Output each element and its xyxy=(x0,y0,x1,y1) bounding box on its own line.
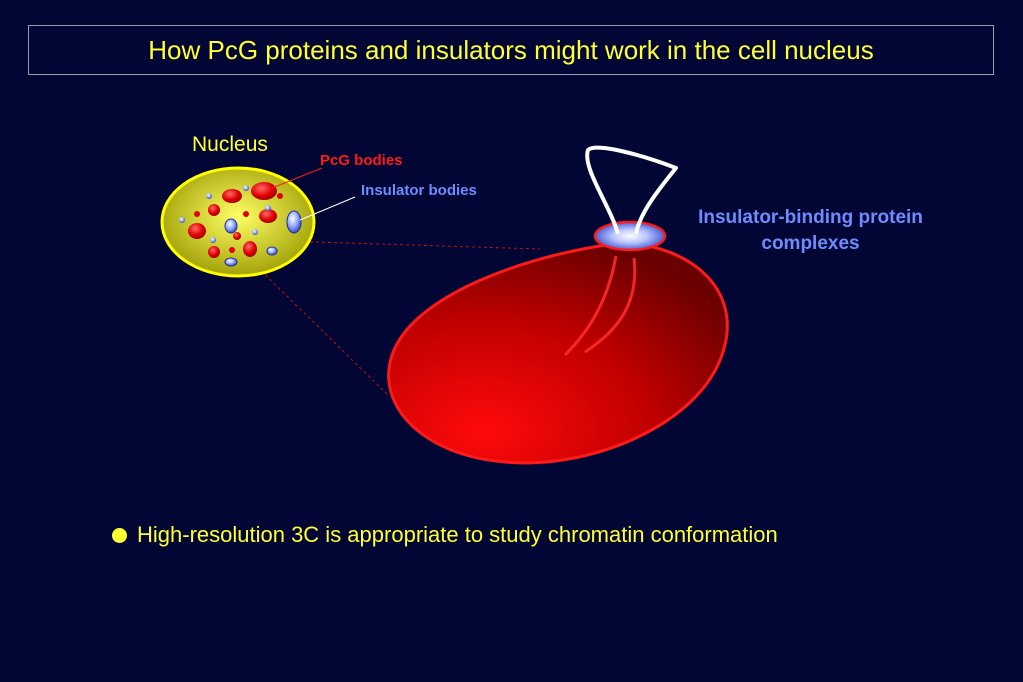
bullet-text: High-resolution 3C is appropriate to stu… xyxy=(137,522,778,547)
chromatin-loop xyxy=(585,145,678,235)
bullet-dot-icon xyxy=(112,527,127,543)
nucleus-label: Nucleus xyxy=(192,133,268,156)
insulator-bodies-label: Insulator bodies xyxy=(361,182,477,199)
insulator-complexes-label: Insulator-binding protein complexes xyxy=(698,207,923,254)
chromatin-fiber-1 xyxy=(563,255,618,357)
insulator-bodies xyxy=(179,185,302,267)
chromatin-domain xyxy=(387,241,729,465)
zoom-line-lower xyxy=(247,257,389,396)
slide-title: How PcG proteins and insulators might wo… xyxy=(148,34,874,65)
chromatin-fiber-2 xyxy=(584,257,637,354)
insulator-callout-line xyxy=(299,196,356,221)
pcg-bodies xyxy=(188,182,283,258)
title-box: How PcG proteins and insulators might wo… xyxy=(28,25,994,75)
bullet-item: High-resolution 3C is appropriate to stu… xyxy=(112,522,778,548)
pcg-bodies-label: PcG bodies xyxy=(320,152,403,169)
pcg-callout-line xyxy=(271,167,323,189)
insulator-complex-cap xyxy=(593,220,667,252)
